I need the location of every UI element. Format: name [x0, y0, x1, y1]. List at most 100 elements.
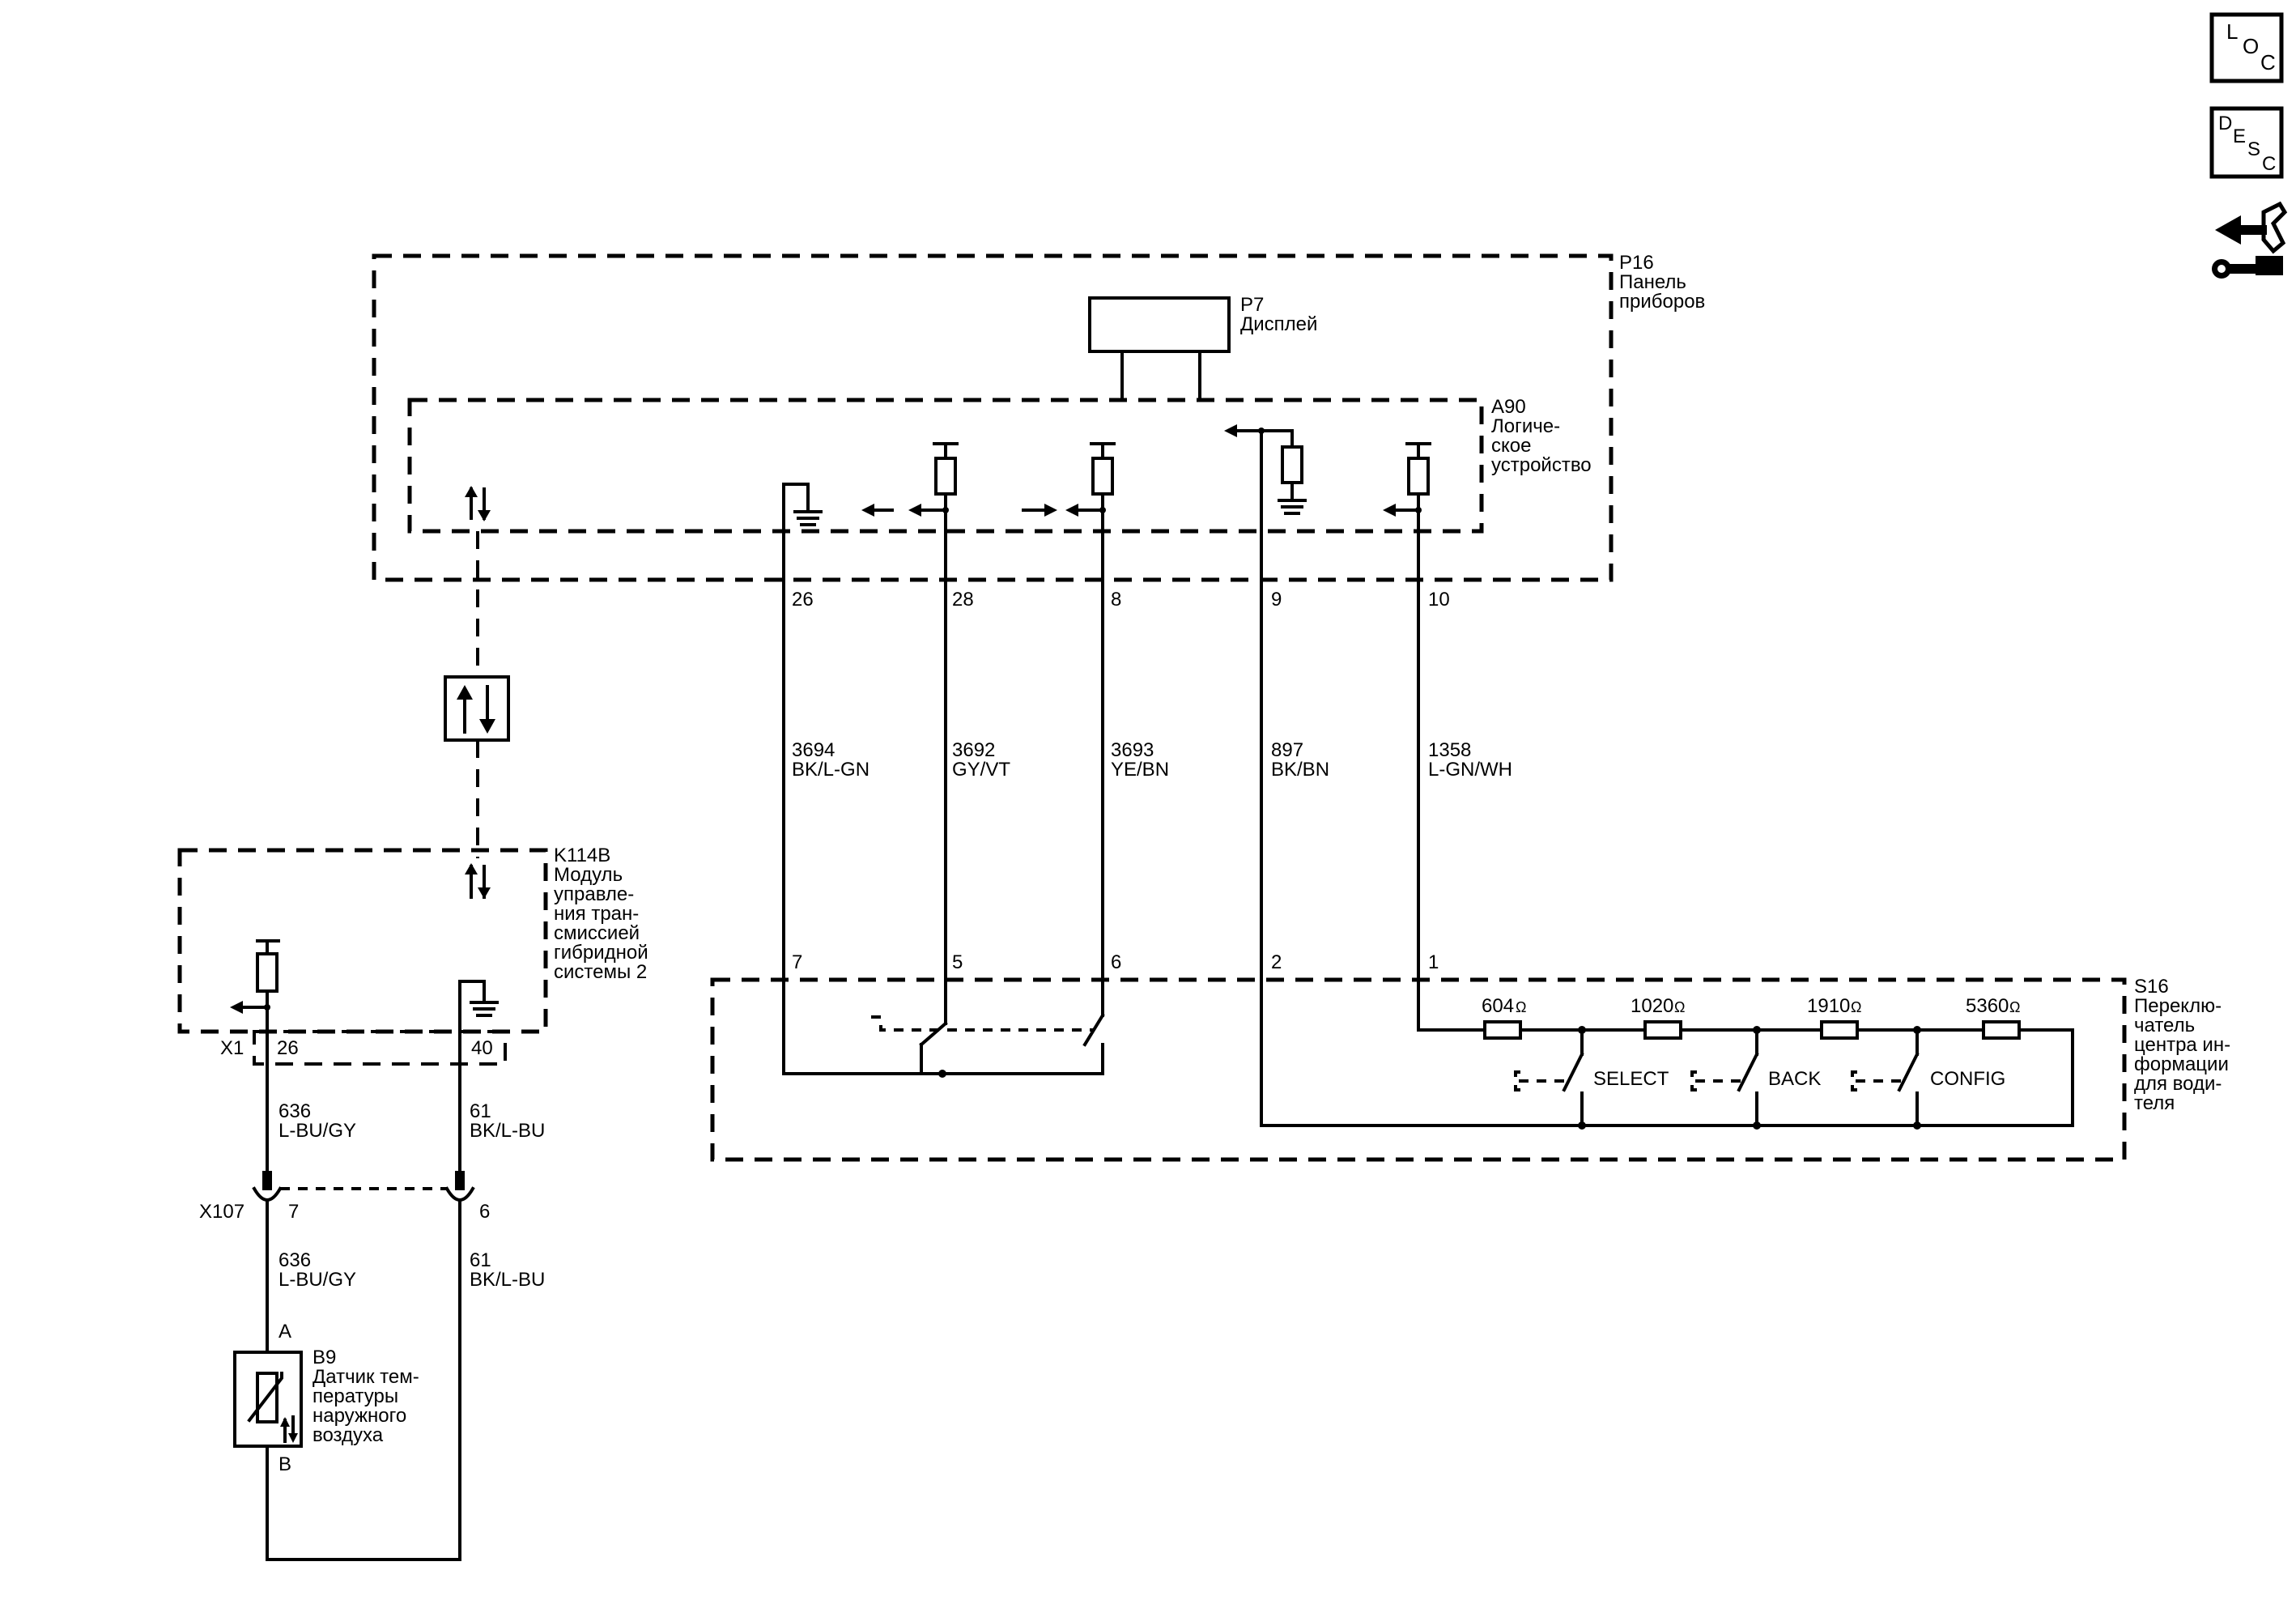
wire-3693-color: YE/BN [1111, 759, 1169, 781]
k114b-name-line-2: управле- [554, 883, 634, 905]
b9-name-line-4: воздуха [313, 1424, 384, 1446]
wire-897-circuit: 897 [1271, 739, 1303, 761]
a90-pin8-circuit [1022, 442, 1116, 517]
desc-letter-d: D [2218, 113, 2232, 134]
s16-pin-7: 7 [792, 951, 802, 973]
b9-name-line-3: наружного [313, 1405, 406, 1427]
wire-3694-circuit: 3694 [792, 739, 835, 761]
k114b-transmission-module: K114B Модуль управле- ния тран- смиссией… [177, 845, 648, 1034]
wire-636-lower-circuit: 636 [278, 1249, 311, 1271]
a90-id: A90 [1491, 396, 1526, 418]
resistor-1020: 1020 Ω [1631, 995, 1685, 1017]
k114b-name-line-6: системы 2 [554, 961, 647, 983]
desc-letter-e: E [2233, 126, 2246, 147]
s16-id: S16 [2134, 976, 2169, 998]
b9-name-line-1: Датчик тем- [313, 1366, 419, 1388]
a90-pin-9: 9 [1271, 589, 1282, 611]
resistor-5360-value: 5360 [1966, 995, 2009, 1017]
serial-data-link [444, 531, 510, 858]
wire-label-3694: 3694 BK/L-GN [792, 739, 870, 781]
a90-pin-10: 10 [1428, 589, 1450, 611]
s16-pin-6: 6 [1111, 951, 1121, 973]
k114b-name-line-3: ния тран- [554, 903, 639, 925]
resistor-1020-unit: Ω [1674, 999, 1685, 1015]
wire-3693-circuit: 3693 [1111, 739, 1154, 761]
wire-61-lower-circuit: 61 [470, 1249, 491, 1271]
x107-connector-name: X107 [199, 1201, 244, 1223]
a90-pin-28: 28 [952, 589, 974, 611]
resistor-604: 604 Ω [1482, 995, 1526, 1017]
loc-letter-o: O [2243, 34, 2259, 58]
p16-name-line-1: Панель [1619, 271, 1686, 293]
wire-61-upper-circuit: 61 [470, 1100, 491, 1122]
k114b-name-line-5: гибридной [554, 942, 648, 964]
s16-resistor-ladder [1260, 1020, 2074, 1130]
wire-636-upper-color: L-BU/GY [278, 1120, 356, 1142]
a90-pin-26: 26 [792, 589, 814, 611]
wire-61-lower-color: BK/L-BU [470, 1269, 545, 1291]
s16-name-line-3: центра ин- [2134, 1034, 2230, 1056]
s16-name-line-5: для води- [2134, 1073, 2222, 1095]
k114b-pin40-ground [458, 980, 499, 1067]
config-switch-label: CONFIG [1930, 1068, 2005, 1090]
wire-label-61-upper: 61 BK/L-BU [470, 1100, 545, 1142]
s16-toggle-switches [782, 1013, 1105, 1078]
wire-1358-circuit: 1358 [1428, 739, 1471, 761]
a90-pin9-circuit [1224, 424, 1307, 515]
p16-instrument-panel: P16 Панель приборов [372, 252, 1705, 582]
wire-label-636-lower: 636 L-BU/GY [278, 1249, 356, 1291]
back-switch: BACK [1690, 1028, 1821, 1127]
resistor-1910-value: 1910 [1807, 995, 1850, 1017]
s16-pin-1: 1 [1428, 951, 1439, 973]
wire-897-color: BK/BN [1271, 759, 1329, 781]
s16-name-line-6: теля [2134, 1092, 2175, 1114]
p7-display: P7 Дисплей [1088, 294, 1317, 402]
wire-1358-color: L-GN/WH [1428, 759, 1512, 781]
x1-connector-name: X1 [220, 1037, 244, 1059]
config-switch: CONFIG [1851, 1028, 2005, 1127]
x1-pin-40: 40 [471, 1037, 493, 1059]
wire-3694-color: BK/L-GN [792, 759, 870, 781]
connector-repair-icon[interactable] [2212, 201, 2288, 279]
select-switch-label: SELECT [1593, 1068, 1669, 1090]
k114b-name-line-1: Модуль [554, 864, 623, 886]
s16-name-line-4: формации [2134, 1053, 2229, 1075]
x107-pin-7: 7 [288, 1201, 299, 1223]
loc-icon[interactable]: L O C [2209, 12, 2284, 83]
wire-61-lower [266, 1200, 461, 1561]
resistor-1020-value: 1020 [1631, 995, 1673, 1017]
resistor-5360-unit: Ω [2009, 999, 2020, 1015]
resistor-5360: 5360 Ω [1966, 995, 2020, 1017]
p7-name: Дисплей [1240, 313, 1317, 335]
k114b-pin26-circuit [230, 939, 280, 1014]
k114b-serial-data-arrows [465, 863, 491, 899]
b9-pin-b: B [278, 1453, 291, 1475]
b9-name-line-2: пературы [313, 1385, 398, 1407]
wire-61-upper-color: BK/L-BU [470, 1120, 545, 1142]
x1-pin-26: 26 [277, 1037, 299, 1059]
b9-pin-a: A [278, 1321, 291, 1343]
a90-logic-unit: A90 Логиче- ское устройство [407, 396, 1592, 534]
resistor-1910: 1910 Ω [1807, 995, 1861, 1017]
x1-connector: X1 26 40 [220, 1030, 507, 1066]
s16-name-line-2: чатель [2134, 1015, 2195, 1036]
a90-pin28-circuit [861, 442, 959, 517]
desc-icon[interactable]: D E S C [2209, 106, 2284, 179]
wire-636-upper-circuit: 636 [278, 1100, 311, 1122]
resistor-1910-unit: Ω [1851, 999, 1861, 1015]
s16-pin-2: 2 [1271, 951, 1282, 973]
p16-name-line-2: приборов [1619, 291, 1705, 313]
b9-temperature-sensor: A B B9 Датчик тем- пературы наружного во… [233, 1321, 419, 1475]
a90-name-line-1: Логиче- [1491, 415, 1560, 437]
wire-label-3693: 3693 YE/BN [1111, 739, 1169, 781]
s16-name-line-1: Переклю- [2134, 995, 2222, 1017]
a90-serial-data-arrows [465, 486, 491, 521]
wire-3692-color: GY/VT [952, 759, 1010, 781]
wire-636-lower-color: L-BU/GY [278, 1269, 356, 1291]
s16-driver-info-switch: S16 Переклю- чатель центра ин- формации … [710, 976, 2230, 1162]
desc-letter-s: S [2247, 138, 2260, 160]
loc-letter-c: C [2260, 50, 2276, 74]
back-switch-label: BACK [1768, 1068, 1821, 1090]
a90-pin10-circuit [1383, 442, 1431, 517]
p16-id: P16 [1619, 252, 1654, 274]
